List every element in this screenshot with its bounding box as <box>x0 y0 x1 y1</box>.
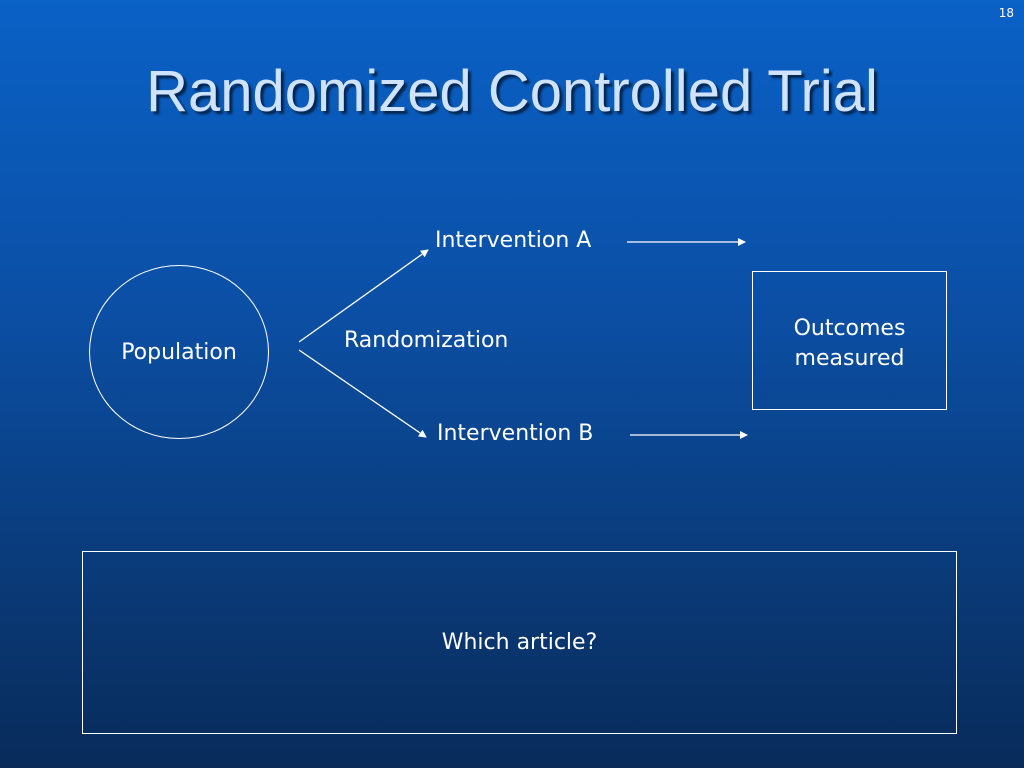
randomization-label: Randomization <box>344 328 509 353</box>
slide-title: Randomized Controlled Trial <box>146 59 878 124</box>
question-box: Which article? <box>82 551 957 734</box>
slide-number: 18 <box>998 6 1014 20</box>
question-text: Which article? <box>441 630 598 655</box>
population-label: Population <box>121 339 237 365</box>
arrow-population-to-intervention-b <box>298 349 427 438</box>
outcomes-label-line1: Outcomes <box>793 316 906 341</box>
population-circle: Population <box>89 265 269 439</box>
arrow-population-to-intervention-a <box>298 249 429 343</box>
outcomes-box: Outcomes measured <box>752 271 947 410</box>
intervention-a-label: Intervention A <box>435 228 592 253</box>
outcomes-label-line2: measured <box>794 346 905 371</box>
intervention-b-label: Intervention B <box>437 421 594 446</box>
